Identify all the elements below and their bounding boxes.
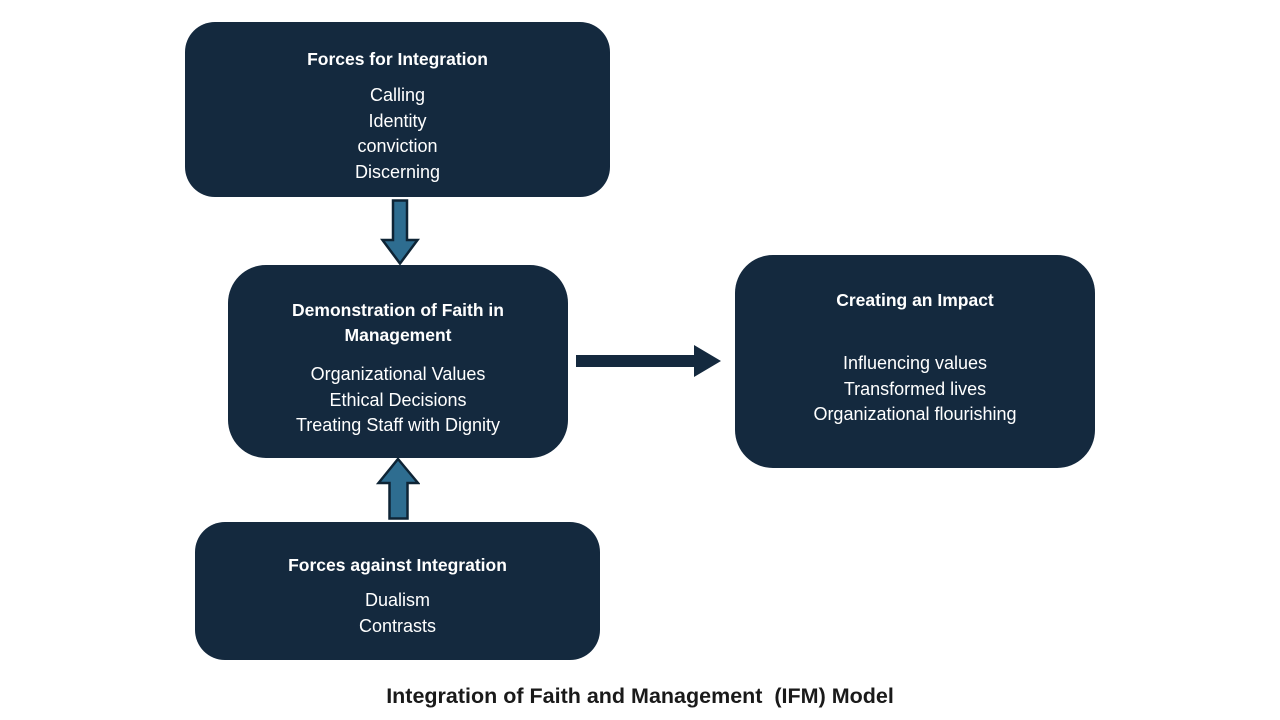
list-item: conviction (357, 136, 438, 156)
list-item: Transformed lives (843, 378, 987, 399)
list-item: Dualism (364, 590, 430, 610)
box-creating-an-impact-header: Creating an Impact (836, 290, 994, 310)
box-forces-for-integration-header: Forces for Integration (307, 49, 488, 69)
list-item: Discerning (354, 161, 441, 182)
up-block-arrow-icon (375, 457, 421, 525)
diagram-title: Integration of Faith and Management (IFM… (386, 684, 894, 708)
list-item: Identity (368, 110, 427, 131)
down-block-arrow-icon (380, 199, 420, 271)
list-item: Organizational flourishing (813, 404, 1017, 424)
list-item: Contrasts (358, 615, 437, 636)
list-item: Influencing values (842, 353, 988, 373)
box-forces-against-integration: Forces against Integration Dualism Contr… (195, 522, 600, 660)
list-item: Organizational Values (310, 364, 486, 384)
list-item: Calling (369, 85, 426, 105)
right-arrow-icon (576, 344, 722, 383)
list-item: Ethical Decisions (329, 389, 467, 410)
list-item: Treating Staff with Dignity (295, 415, 501, 435)
box-creating-an-impact: Creating an Impact Influencing values Tr… (735, 255, 1095, 468)
box-demonstration-of-faith-header: Demonstration of Faith in Management (292, 300, 504, 345)
box-demonstration-of-faith: Demonstration of Faith in Management Org… (228, 265, 568, 458)
box-forces-for-integration: Forces for Integration Calling Identity … (185, 22, 610, 197)
box-forces-against-integration-header: Forces against Integration (288, 555, 507, 575)
